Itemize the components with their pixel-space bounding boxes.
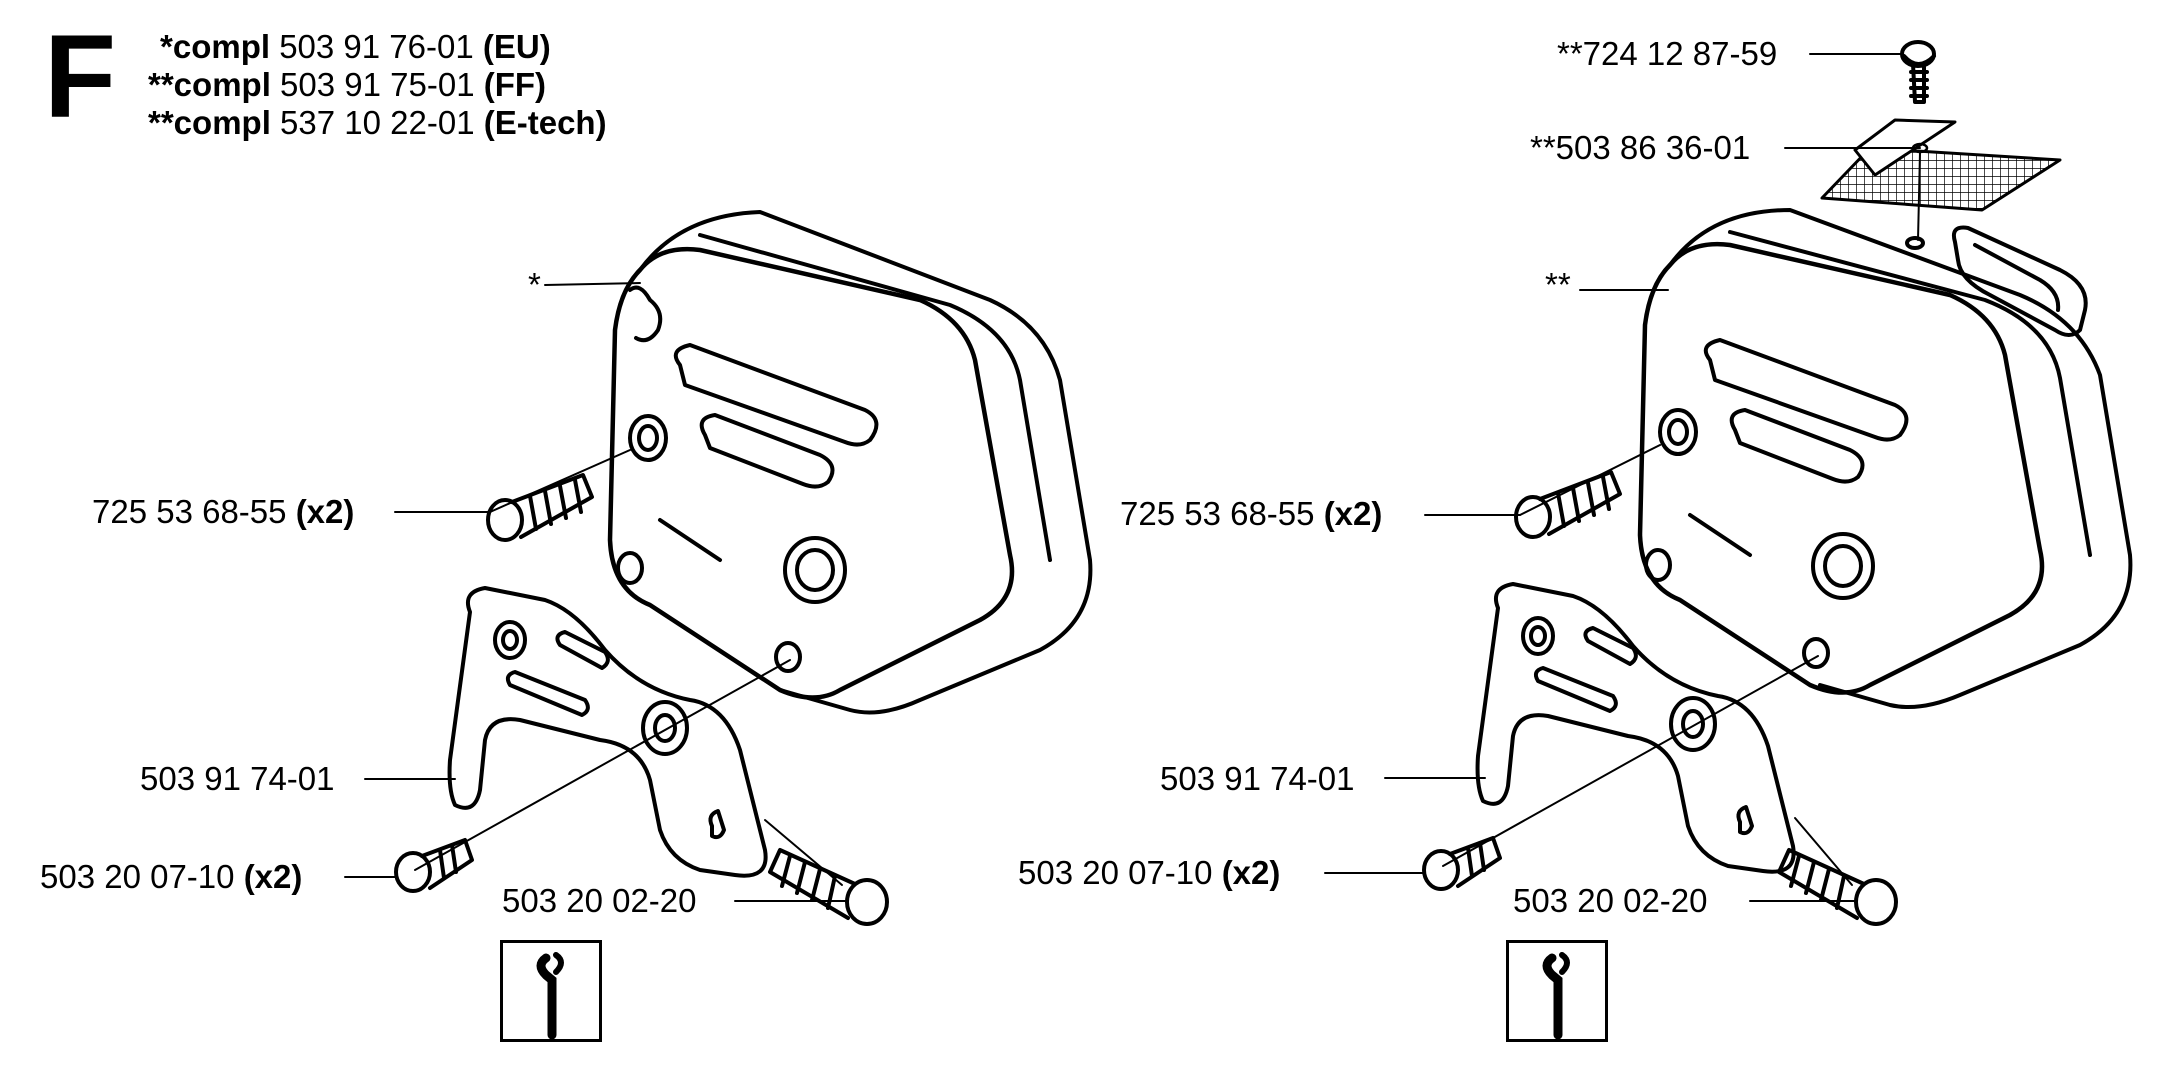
right-assembly — [1324, 40, 2133, 926]
right-star-marker: ** — [1545, 266, 1571, 303]
compl-variant: (E-tech) — [483, 104, 607, 141]
compl-variant: (EU) — [482, 28, 551, 65]
part-number: 503 20 07-10 — [1018, 854, 1213, 891]
quantity: (x2) — [295, 493, 355, 530]
left-screw-label: 725 53 68-55 (x2) — [92, 495, 354, 528]
right-bracket-label: 503 91 74-01 — [1160, 760, 1355, 797]
quantity: (x2) — [1323, 495, 1383, 532]
left-screw-upper — [486, 473, 594, 542]
compl-variant: (FF) — [483, 66, 547, 103]
right-top-screw — [1900, 40, 1936, 104]
right-screw-label: 725 53 68-55 (x2) — [1120, 497, 1382, 530]
left-bolt-b-label: 503 20 02-20 — [502, 882, 697, 919]
left-bracket — [447, 586, 768, 878]
right-muffler-body — [1637, 208, 2133, 709]
right-screw-upper — [1514, 470, 1622, 539]
quantity: (x2) — [1221, 854, 1281, 891]
right-screen — [1820, 118, 2062, 212]
part-number: 725 53 68-55 — [92, 493, 287, 530]
compl-number: 537 10 22-01 — [280, 104, 475, 141]
compl-prefix: *compl — [160, 28, 271, 65]
compl-line-eu: *compl 503 91 76-01 (EU) — [160, 30, 551, 63]
right-bolt-b — [1777, 848, 1898, 926]
right-leader-lines — [1324, 53, 1921, 902]
compl-prefix: **compl — [148, 66, 271, 103]
left-bracket-label: 503 91 74-01 — [140, 760, 335, 797]
right-bolt-a — [1422, 836, 1502, 891]
wrench-tool-icon — [536, 952, 564, 1040]
tool-box-right — [1506, 940, 1608, 1042]
tool-box-left — [500, 940, 602, 1042]
right-top-screw-label: **724 12 87-59 — [1557, 35, 1778, 72]
part-number: 725 53 68-55 — [1120, 495, 1315, 532]
left-star-marker: * — [528, 266, 541, 303]
right-bolt-b-label: 503 20 02-20 — [1513, 882, 1708, 919]
left-leader-lines — [344, 282, 846, 902]
compl-prefix: **compl — [148, 104, 271, 141]
compl-line-etech: **compl 537 10 22-01 (E-tech) — [148, 106, 607, 139]
right-bracket — [1475, 582, 1796, 874]
left-bolt-a-label: 503 20 07-10 (x2) — [40, 860, 302, 893]
compl-number: 503 91 76-01 — [279, 28, 474, 65]
section-letter: F — [44, 11, 117, 143]
wrench-tool-icon — [1542, 952, 1570, 1040]
left-assembly — [344, 210, 1093, 926]
right-bolt-a-label: 503 20 07-10 (x2) — [1018, 856, 1280, 889]
compl-number: 503 91 75-01 — [280, 66, 475, 103]
left-bolt-b — [768, 848, 889, 926]
part-number: 503 20 07-10 — [40, 858, 235, 895]
right-screen-label: **503 86 36-01 — [1530, 129, 1751, 166]
left-bolt-a — [394, 838, 474, 893]
compl-line-ff: **compl 503 91 75-01 (FF) — [148, 68, 546, 101]
quantity: (x2) — [243, 858, 303, 895]
left-muffler-body — [607, 210, 1093, 715]
